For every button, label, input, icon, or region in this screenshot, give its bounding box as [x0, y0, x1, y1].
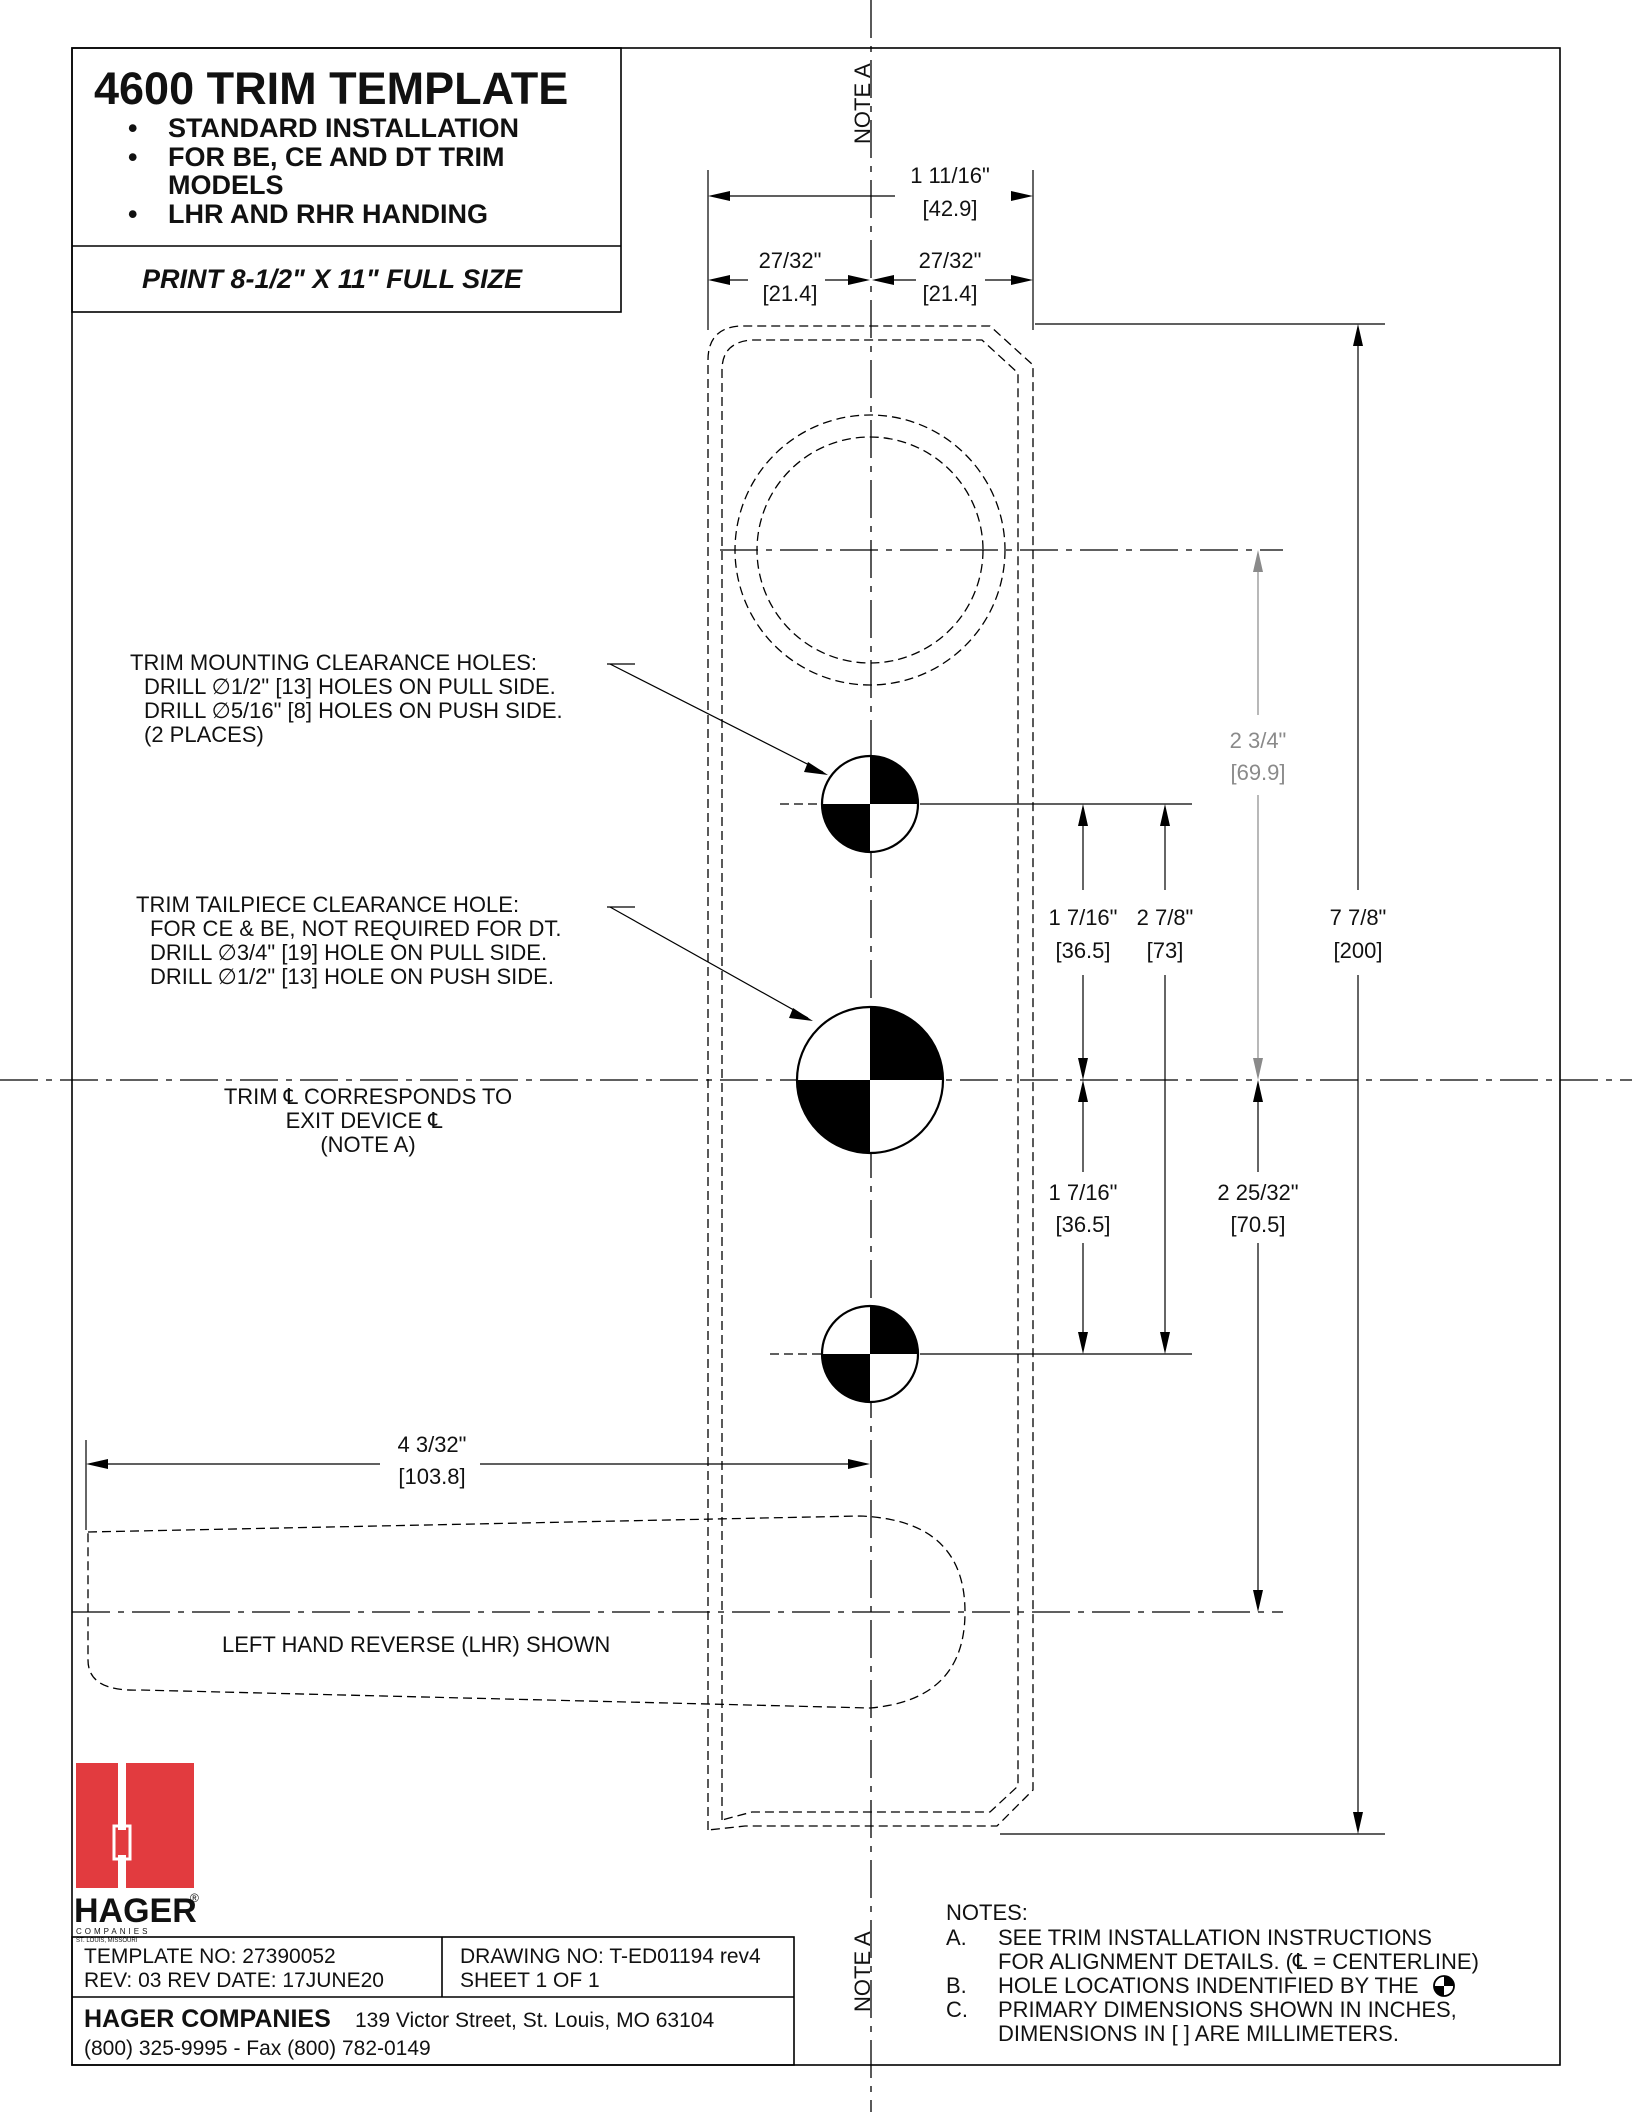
- tailpiece-hole-callout: TRIM TAILPIECE CLEARANCE HOLE: FOR CE & …: [136, 892, 562, 989]
- bullet-dot: •: [128, 142, 137, 172]
- note-a-letter: A.: [946, 1925, 967, 1950]
- note-a-line1: SEE TRIM INSTALLATION INSTRUCTIONS: [998, 1925, 1432, 1950]
- centerline-callout: TRIM ℄ CORRESPONDS TO EXIT DEVICE ℄ (NOT…: [224, 1084, 512, 1157]
- title-block: TEMPLATE NO: 27390052 REV: 03 REV DATE: …: [71, 1936, 795, 2066]
- callout-line: TRIM MOUNTING CLEARANCE HOLES:: [130, 650, 537, 675]
- dim-top-hole-inch: 1 7/16": [1049, 905, 1118, 930]
- callout-line: DRILL ∅5/16" [8] HOLES ON PUSH SIDE.: [144, 698, 563, 723]
- bullet-trim-models-line1: FOR BE, CE AND DT TRIM: [168, 142, 505, 172]
- dim-hole-spacing-mm: [73]: [1147, 938, 1184, 963]
- callout-line: DRILL ∅3/4" [19] HOLE ON PULL SIDE.: [150, 940, 547, 965]
- company-name: HAGER COMPANIES: [84, 2005, 331, 2033]
- mounting-hole-top: [820, 754, 920, 854]
- dim-overall-width-mm: [42.9]: [922, 196, 977, 221]
- mounting-holes-callout: TRIM MOUNTING CLEARANCE HOLES: DRILL ∅1/…: [130, 650, 563, 747]
- dim-center-to-lever-inch: 2 25/32": [1217, 1180, 1298, 1205]
- handing-label: LEFT HAND REVERSE (LHR) SHOWN: [222, 1632, 610, 1657]
- dim-lever-length-inch: 4 3/32": [398, 1432, 467, 1457]
- dim-half-width-right-mm: [21.4]: [922, 281, 977, 306]
- drawing-number: DRAWING NO: T-ED01194 rev4: [460, 1945, 761, 1968]
- dim-half-width-left-mm: [21.4]: [762, 281, 817, 306]
- notes-heading: NOTES:: [946, 1900, 1028, 1925]
- note-c-line1: PRIMARY DIMENSIONS SHOWN IN INCHES,: [998, 1997, 1457, 2022]
- notes-block: NOTES: A. SEE TRIM INSTALLATION INSTRUCT…: [946, 1900, 1479, 2046]
- note-b-letter: B.: [946, 1973, 967, 1998]
- sheet-number: SHEET 1 OF 1: [460, 1969, 600, 1992]
- sheet-border: [71, 47, 1561, 2066]
- dimension-lines: [85, 170, 1385, 1835]
- callout-line: TRIM TAILPIECE CLEARANCE HOLE:: [136, 892, 519, 917]
- callout-line: (NOTE A): [320, 1132, 415, 1157]
- lever-outline: [87, 1515, 966, 1709]
- note-b-line1: HOLE LOCATIONS INDENTIFIED BY THE: [998, 1973, 1419, 1998]
- callout-line: (2 PLACES): [144, 722, 264, 747]
- dim-cyl-to-center-inch: 2 3/4": [1230, 728, 1287, 753]
- escutcheon-outline: [707, 325, 1034, 1831]
- template-title: 4600 TRIM TEMPLATE: [94, 63, 568, 114]
- dimension-labels: 1 11/16" [42.9] 27/32" [21.4] 27/32" [21…: [398, 163, 1387, 1489]
- note-c-line2: DIMENSIONS IN [ ] ARE MILLIMETERS.: [998, 2021, 1399, 2046]
- dim-overall-height-inch: 7 7/8": [1330, 905, 1387, 930]
- dim-bottom-hole-inch: 1 7/16": [1049, 1180, 1118, 1205]
- bullet-dot: •: [128, 113, 137, 143]
- bullet-dot: •: [128, 199, 137, 229]
- note-a-top-label: NOTE A: [850, 63, 875, 144]
- logo-name: HAGER: [74, 1892, 197, 1930]
- callout-line: FOR CE & BE, NOT REQUIRED FOR DT.: [150, 916, 562, 941]
- revision-info: REV: 03 REV DATE: 17JUNE20: [84, 1969, 384, 1992]
- callout-line: EXIT DEVICE ℄: [286, 1108, 444, 1133]
- tailpiece-hole-center: [795, 1005, 945, 1155]
- header-box: 4600 TRIM TEMPLATE • STANDARD INSTALLATI…: [71, 47, 622, 313]
- callout-line: DRILL ∅1/2" [13] HOLE ON PUSH SIDE.: [150, 964, 554, 989]
- cylinder-outline: [734, 414, 1006, 686]
- mounting-hole-bottom: [820, 1304, 920, 1404]
- hole-target-icon: [1433, 1975, 1455, 1997]
- company-phone: (800) 325-9995 - Fax (800) 782-0149: [84, 2037, 431, 2060]
- logo-registered: ®: [190, 1891, 199, 1905]
- logo-sub-companies: COMPANIES: [76, 1927, 150, 1936]
- dim-bottom-hole-mm: [36.5]: [1055, 1212, 1110, 1237]
- print-size-note: PRINT 8-1/2" X 11" FULL SIZE: [142, 264, 523, 294]
- dim-lever-length-mm: [103.8]: [398, 1464, 465, 1489]
- logo-sub-location: ST. LOUIS, MISSOURI: [76, 1938, 138, 1944]
- dim-center-to-lever-mm: [70.5]: [1230, 1212, 1285, 1237]
- bullet-trim-models-line2: MODELS: [168, 170, 284, 200]
- dim-half-width-right-inch: 27/32": [919, 248, 982, 273]
- dim-overall-width-inch: 1 11/16": [910, 163, 990, 188]
- company-address: 139 Victor Street, St. Louis, MO 63104: [355, 2009, 714, 2032]
- dim-hole-spacing-inch: 2 7/8": [1137, 905, 1194, 930]
- note-a-bottom-label: NOTE A: [850, 1931, 875, 2012]
- dim-overall-height-mm: [200]: [1334, 938, 1383, 963]
- callout-line: TRIM ℄ CORRESPONDS TO: [224, 1084, 512, 1109]
- note-c-letter: C.: [946, 1997, 968, 2022]
- dim-cyl-to-center-mm: [69.9]: [1230, 760, 1285, 785]
- bullet-standard-installation: STANDARD INSTALLATION: [168, 113, 519, 143]
- bullet-handing: LHR AND RHR HANDING: [168, 199, 488, 229]
- template-number: TEMPLATE NO: 27390052: [84, 1945, 336, 1968]
- dim-top-hole-mm: [36.5]: [1055, 938, 1110, 963]
- hager-logo: HAGER ® COMPANIES ST. LOUIS, MISSOURI: [74, 1763, 199, 1944]
- callout-line: DRILL ∅1/2" [13] HOLES ON PULL SIDE.: [144, 674, 556, 699]
- dim-half-width-left-inch: 27/32": [759, 248, 822, 273]
- note-a-line2: FOR ALIGNMENT DETAILS. (℄ = CENTERLINE): [998, 1949, 1479, 1974]
